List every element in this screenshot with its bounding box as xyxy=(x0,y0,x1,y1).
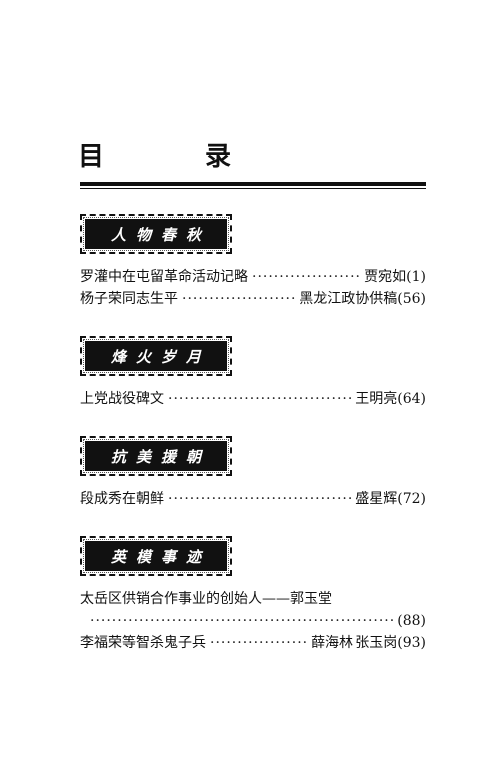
dot-leader xyxy=(90,610,393,632)
section-korea: 抗美援朝 段成秀在朝鲜 盛星辉 (72) xyxy=(80,436,426,510)
entry-author: 薛海林 xyxy=(311,635,354,651)
section-heading: 烽火岁月 xyxy=(110,347,211,366)
section-heading-badge: 烽火岁月 xyxy=(80,336,232,376)
section-people: 人物春秋 罗灌中在屯留革命活动记略 贾宛如 (1) 杨子荣同志生平 黑龙江政协供… xyxy=(80,214,426,310)
toc-entry[interactable]: 段成秀在朝鲜 盛星辉 (72) xyxy=(80,488,426,510)
section-heading-badge: 人物春秋 xyxy=(80,214,232,254)
entry-title: 段成秀在朝鲜 xyxy=(80,491,164,507)
section-heading: 抗美援朝 xyxy=(110,447,211,466)
dot-leader xyxy=(210,632,307,654)
entry-list: 太岳区供销合作事业的创始人——郭玉堂 (88) 李福荣等智杀鬼子兵 薛海林 张玉… xyxy=(80,588,426,654)
section-war-years: 烽火岁月 上党战役碑文 王明亮 (64) xyxy=(80,336,426,410)
entry-page: (56) xyxy=(397,291,426,307)
dot-leader xyxy=(168,388,351,410)
section-heading-badge: 英模事迹 xyxy=(80,536,232,576)
entry-list: 上党战役碑文 王明亮 (64) xyxy=(80,388,426,410)
toc-entry[interactable]: 上党战役碑文 王明亮 (64) xyxy=(80,388,426,410)
entry-title: 杨子荣同志生平 xyxy=(80,291,178,307)
entry-author: 盛星辉 xyxy=(355,491,398,507)
entry-title: 上党战役碑文 xyxy=(80,391,164,407)
page-title: 目 录 xyxy=(78,142,278,172)
dot-leader xyxy=(168,488,351,510)
entry-author: 王明亮 xyxy=(355,391,398,407)
entry-page: (88) xyxy=(397,613,426,629)
toc-entry[interactable]: 杨子荣同志生平 黑龙江政协供稿 (56) xyxy=(80,288,426,310)
dot-leader xyxy=(252,266,360,288)
entry-page: (72) xyxy=(397,491,426,507)
section-heading-badge: 抗美援朝 xyxy=(80,436,232,476)
section-heading: 人物春秋 xyxy=(110,225,211,244)
dot-leader xyxy=(182,288,295,310)
entry-page: (64) xyxy=(397,391,426,407)
entry-title: 太岳区供销合作事业的创始人——郭玉堂 xyxy=(80,591,332,607)
section-heading: 英模事迹 xyxy=(110,547,211,566)
entry-author: 黑龙江政协供稿 xyxy=(299,291,398,307)
toc-entry[interactable]: 罗灌中在屯留革命活动记略 贾宛如 (1) xyxy=(80,266,426,288)
title-rule-thick xyxy=(80,182,426,186)
section-heroes: 英模事迹 太岳区供销合作事业的创始人——郭玉堂 (88) 李福荣等智杀鬼子兵 薛… xyxy=(80,536,426,654)
entry-title: 罗灌中在屯留革命活动记略 xyxy=(80,269,248,285)
entry-list: 罗灌中在屯留革命活动记略 贾宛如 (1) 杨子荣同志生平 黑龙江政协供稿 (56… xyxy=(80,266,426,310)
entry-author-2: 张玉岗 xyxy=(355,635,398,651)
entry-page: (1) xyxy=(406,269,426,285)
entry-page: (93) xyxy=(397,635,426,651)
entry-author: 贾宛如 xyxy=(364,269,407,285)
title-rule-thin xyxy=(80,188,426,189)
toc-entry[interactable]: 太岳区供销合作事业的创始人——郭玉堂 (88) xyxy=(80,588,426,632)
entry-list: 段成秀在朝鲜 盛星辉 (72) xyxy=(80,488,426,510)
entry-title: 李福荣等智杀鬼子兵 xyxy=(80,635,206,651)
toc-entry[interactable]: 李福荣等智杀鬼子兵 薛海林 张玉岗 (93) xyxy=(80,632,426,654)
